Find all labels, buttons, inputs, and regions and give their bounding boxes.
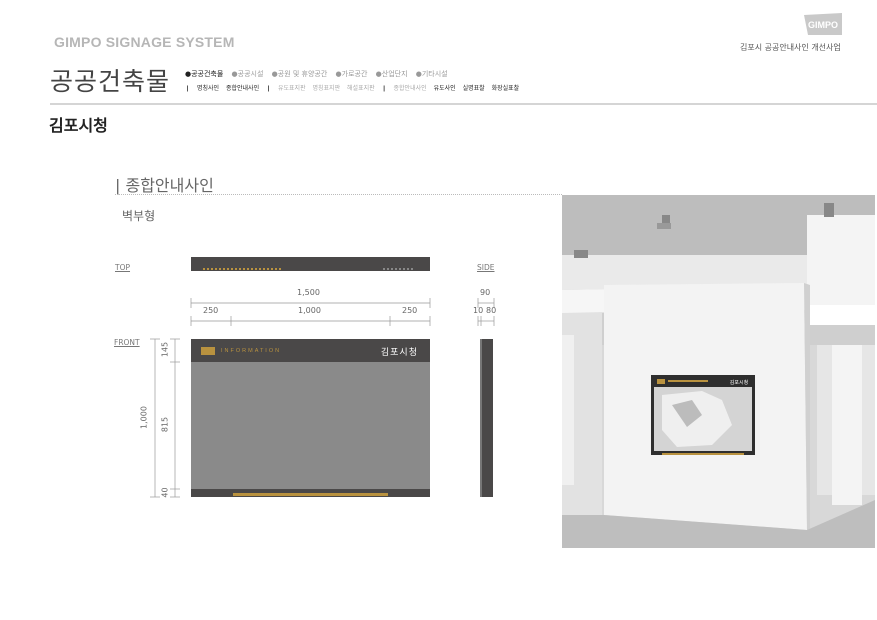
nav-street-space[interactable]: ●가로공간 bbox=[335, 70, 368, 78]
primary-nav: ●공공건축물 ●공공시설 ●공원 및 휴양공간 ●가로공간 ●산업단지 ●기타시… bbox=[185, 69, 454, 79]
dim-total-width: 1,500 bbox=[297, 288, 320, 297]
technical-drawing: TOP SIDE FRONT bbox=[114, 257, 497, 498]
dim-height-total: 1,000 bbox=[139, 406, 149, 429]
dim-side-depth: 90 bbox=[480, 288, 491, 297]
bottom-gold-strip bbox=[233, 493, 388, 496]
gimpo-logo: GIMPO bbox=[804, 13, 842, 35]
system-title: GIMPO SIGNAGE SYSTEM bbox=[54, 34, 235, 50]
secondary-nav: ❙ 명칭사인 종합안내사인 ❙ 유도표지판 명칭표지판 해설표지판 ❙ 종합안내… bbox=[185, 83, 524, 92]
dimension-lines bbox=[150, 298, 495, 498]
section-divider bbox=[115, 194, 562, 195]
top-view-accent bbox=[203, 268, 281, 272]
nav-general-guide-sign[interactable]: 종합안내사인 bbox=[225, 85, 260, 92]
nav-separator: ❙ bbox=[185, 85, 191, 92]
nav-name-sign[interactable]: 명칭사인 bbox=[196, 85, 220, 92]
sign-name-text: 김포시청 bbox=[380, 348, 418, 358]
nav-restroom-plate[interactable]: 화장실표찰 bbox=[491, 85, 520, 92]
nav-direction-sign[interactable]: 유도사인 bbox=[433, 85, 456, 92]
top-view-panel bbox=[191, 257, 430, 271]
nav-separator: ❙ bbox=[266, 85, 272, 92]
sign-brand-text: INFORMATION bbox=[221, 348, 282, 354]
dim-footer-height: 40 bbox=[160, 487, 170, 498]
dim-center-width: 1,000 bbox=[298, 306, 321, 315]
nav-parks[interactable]: ●공원 및 휴양공간 bbox=[271, 70, 328, 78]
category-title: 공공건축물 bbox=[50, 67, 171, 96]
nav-public-facilities[interactable]: ●공공시설 bbox=[231, 70, 264, 78]
side-view-label: SIDE bbox=[477, 263, 495, 272]
nav-explanation-board[interactable]: 해설표지판 bbox=[347, 85, 375, 92]
nav-industrial[interactable]: ●산업단지 bbox=[375, 70, 408, 78]
dim-side-front: 10 bbox=[473, 306, 484, 315]
dim-left-margin: 250 bbox=[203, 306, 219, 315]
header-divider bbox=[50, 103, 877, 105]
dim-right-margin: 250 bbox=[402, 306, 418, 315]
top-view-label: TOP bbox=[115, 263, 131, 272]
nav-other[interactable]: ●기타시설 bbox=[415, 70, 448, 78]
section-title: | 종합안내사인 bbox=[115, 176, 214, 195]
top-view-detail bbox=[383, 268, 413, 272]
side-view-panel bbox=[480, 339, 493, 497]
project-name: 김포시 공공안내사인 개선사업 bbox=[740, 43, 841, 52]
nav-guide-board[interactable]: 유도표지판 bbox=[277, 85, 306, 92]
nav-public-buildings[interactable]: ●공공건축물 bbox=[185, 70, 224, 78]
nav-separator: ❙ bbox=[381, 85, 387, 92]
map-area bbox=[191, 362, 430, 489]
logo-mark bbox=[201, 347, 215, 355]
photo-sign-name: 김포시청 bbox=[730, 379, 748, 386]
nav-name-board[interactable]: 명칭표지판 bbox=[312, 85, 341, 92]
installation-photo: 김포시청 bbox=[562, 195, 875, 548]
side-view-edge bbox=[480, 339, 482, 497]
nav-general-guide-sign-2[interactable]: 종합안내사인 bbox=[393, 85, 427, 92]
front-view-panel: INFORMATION 김포시청 bbox=[191, 339, 430, 497]
sign-type-subtitle: 벽부형 bbox=[122, 209, 156, 223]
dim-side-back: 80 bbox=[486, 306, 497, 315]
place-name: 김포시청 bbox=[49, 116, 108, 135]
dim-body-height: 815 bbox=[160, 416, 170, 433]
dim-header-height: 145 bbox=[160, 341, 170, 358]
logo-text: GIMPO bbox=[808, 20, 838, 30]
nav-room-plate[interactable]: 실명표찰 bbox=[462, 85, 485, 92]
front-view-label: FRONT bbox=[114, 338, 140, 347]
